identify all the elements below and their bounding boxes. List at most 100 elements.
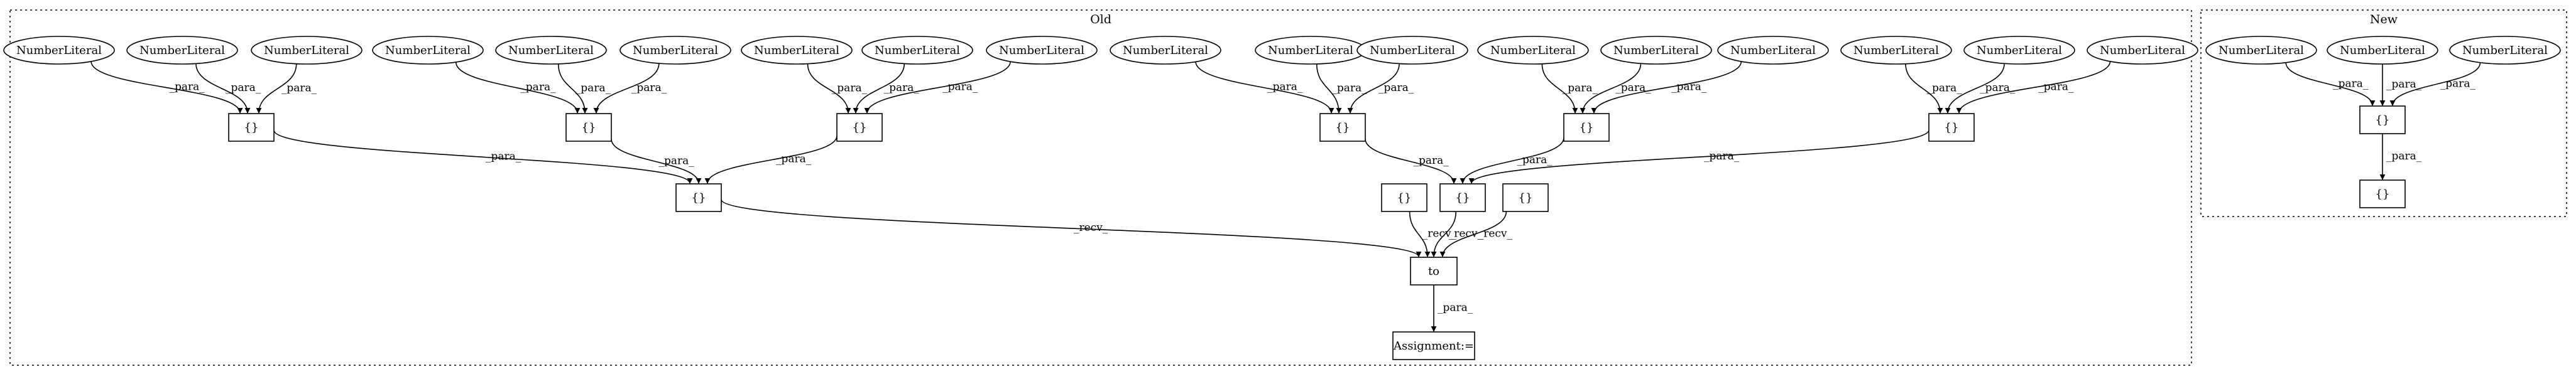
node-shape (565, 113, 612, 142)
para-edge: _para_ (853, 63, 919, 114)
braces-node: {} (1381, 183, 1427, 212)
braces-node: {} (1502, 183, 1549, 212)
number-literal-node: NumberLiteral (741, 36, 853, 65)
edge-line (1956, 61, 2111, 114)
para-edge: _para_ (273, 130, 693, 184)
edge-label: _para_ (942, 81, 978, 94)
para-edge: _para_ (807, 63, 868, 114)
edge-label: _para_ (2038, 80, 2074, 93)
edge-line (864, 61, 1011, 114)
edge-line (704, 136, 838, 184)
number-literal-node: NumberLiteral (2205, 36, 2317, 65)
node-label: NumberLiteral (16, 44, 102, 57)
node-label: {} (1580, 121, 1594, 134)
edge-label: _para_ (1378, 82, 1414, 94)
para-edge: _para_ (256, 63, 317, 114)
node-label: NumberLiteral (633, 44, 718, 57)
node-label: NumberLiteral (1268, 44, 1353, 57)
para-edge: _para_ (195, 63, 261, 114)
node-label: NumberLiteral (2462, 44, 2548, 57)
node-shape (2327, 36, 2438, 65)
edge-label: _para_ (2333, 77, 2369, 90)
node-shape (675, 183, 722, 212)
node-shape (1563, 113, 1610, 142)
edge-line (557, 63, 588, 114)
number-literal-node: NumberLiteral (1717, 36, 1829, 65)
edge-line (256, 63, 297, 114)
edge-line (593, 63, 660, 114)
node-shape (2449, 36, 2561, 65)
node-shape (741, 36, 853, 65)
edges: _para__para__para__para__para__para__par… (90, 61, 2481, 332)
edge-label: _para_ (520, 81, 556, 94)
node-shape (1477, 36, 1589, 65)
number-literal-node: NumberLiteral (251, 36, 363, 65)
para-edge: _para_ (1541, 63, 1598, 114)
number-literal-node: NumberLiteral (1963, 36, 2075, 65)
edge-label: _para_ (1563, 82, 1598, 94)
edge-label: _para_ (1267, 81, 1303, 94)
number-literal-node: NumberLiteral (2087, 36, 2198, 65)
para-edge: _para_ (1316, 63, 1367, 114)
edge-label: _para_ (659, 154, 695, 167)
edge-line (1591, 61, 1742, 114)
node-shape (126, 36, 238, 65)
node-shape (836, 113, 883, 142)
node-shape (1963, 36, 2075, 65)
para-edge: _para_ (1347, 63, 1414, 114)
para-edge: _para_ (1195, 61, 1334, 114)
edge-line (721, 199, 1422, 257)
cluster-new: New (2200, 9, 2567, 217)
node-label: NumberLiteral (508, 44, 594, 57)
node-shape (2359, 179, 2406, 208)
node-shape (2087, 36, 2198, 65)
edge-line (273, 130, 693, 184)
number-literal-node: NumberLiteral (1356, 36, 1468, 65)
para-edge: _para_ (1468, 129, 1929, 184)
node-shape (1381, 183, 1427, 212)
node-shape (1928, 113, 1975, 142)
para-edge: _para_ (1905, 63, 1962, 114)
node-label: {} (2376, 188, 2390, 201)
node-shape (1502, 183, 1549, 212)
node-shape (861, 36, 973, 65)
number-literal-node: NumberLiteral (1840, 36, 1952, 65)
node-label: {} (853, 121, 867, 134)
edge-line (853, 63, 905, 114)
para-edge: _para_ (1580, 63, 1651, 114)
edge-label: _para_ (2386, 78, 2422, 91)
para-edge: _para_ (864, 61, 1011, 114)
cluster-new-title: New (2370, 13, 2398, 26)
number-literal-node: NumberLiteral (861, 36, 973, 65)
edge-line (1541, 63, 1578, 114)
node-label: NumberLiteral (1370, 44, 1455, 57)
node-label: NumberLiteral (999, 44, 1084, 57)
node-shape (1439, 183, 1486, 212)
number-literal-node: NumberLiteral (2327, 36, 2438, 65)
node-label: NumberLiteral (1123, 44, 1208, 57)
braces-node: {} (675, 183, 722, 212)
braces-node: {} (1319, 113, 1366, 142)
edge-line (1195, 61, 1334, 114)
node-label: NumberLiteral (264, 44, 349, 57)
node-shape (1840, 36, 1952, 65)
edge-label: _recv_ (1478, 228, 1513, 240)
edge-line (1365, 139, 1457, 184)
node-shape (251, 36, 363, 65)
edge-line (1460, 137, 1564, 184)
recv-edge: _recv_ (1439, 211, 1513, 257)
recv-edge: _recv_ (721, 199, 1422, 257)
braces-node: {} (565, 113, 612, 142)
para-edge: _para_ (2379, 134, 2422, 180)
edge-line (1431, 211, 1457, 257)
number-literal-node: NumberLiteral (2449, 36, 2561, 65)
edge-label: _para_ (2440, 77, 2476, 90)
node-label: {} (244, 121, 259, 134)
node-label: NumberLiteral (139, 44, 225, 57)
node-shape (1110, 36, 1221, 65)
node-label: {} (692, 191, 706, 205)
node-label: Assignment:= (1393, 339, 1474, 353)
edge-label: _para_ (1704, 150, 1740, 163)
